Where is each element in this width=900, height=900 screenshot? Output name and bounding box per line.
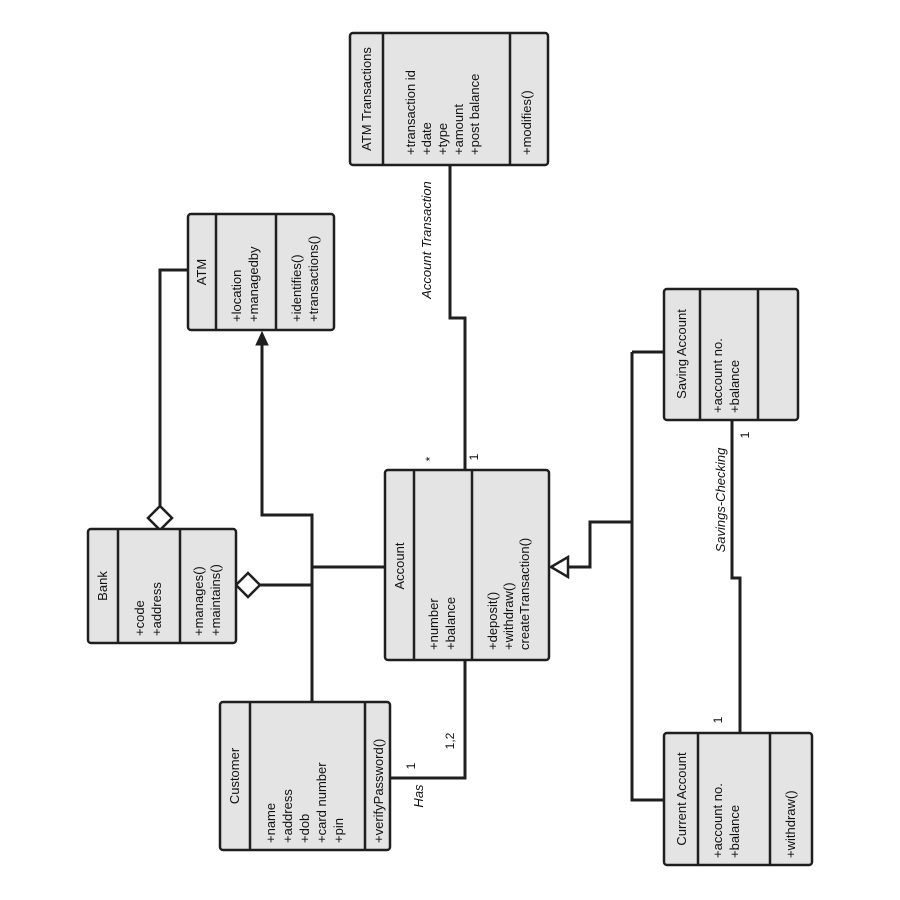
operation-text: +identifies() — [289, 254, 304, 322]
atm-box — [186, 212, 336, 332]
attribute-text: +type — [435, 123, 450, 155]
attribute-text: +location — [229, 270, 244, 322]
operation-text: +deposit() — [485, 592, 500, 650]
savings-checking-label: Savings-Checking — [713, 447, 728, 553]
account-transaction-line — [448, 165, 467, 470]
class-atm-transactions: ATM Transactions +transaction id +date +… — [348, 31, 550, 167]
operation-text: createTransaction() — [517, 538, 532, 650]
bank-account-aggregation-line — [260, 565, 385, 587]
operation-text: +withdraw() — [501, 582, 516, 650]
has-line — [390, 660, 467, 780]
attribute-text: +account no. — [710, 338, 725, 413]
attribute-text: +account no. — [710, 783, 725, 858]
saving-account-box — [662, 287, 800, 422]
has-label: Has — [411, 784, 426, 808]
multiplicity-current-one: 1 — [711, 716, 725, 723]
customer-box — [218, 700, 392, 852]
multiplicity-customer-one: 1 — [404, 762, 418, 769]
generalization-branch — [568, 520, 632, 569]
current-account-title: Current Account — [674, 752, 689, 846]
attribute-text: +number — [426, 598, 441, 650]
attribute-text: +amount — [451, 104, 466, 155]
attribute-text: +date — [419, 122, 434, 155]
atm-transactions-operation: +modifies() — [519, 90, 534, 155]
class-customer: Customer +name +address +dob +card numbe… — [218, 700, 392, 852]
attribute-text: +balance — [727, 805, 742, 858]
current-account-box — [662, 731, 814, 867]
attribute-text: +code — [132, 600, 147, 636]
operation-text: +transactions() — [306, 236, 321, 322]
account-title: Account — [392, 542, 407, 589]
class-current-account: Current Account +account no. +balance +w… — [662, 731, 814, 867]
class-saving-account: Saving Account +account no. +balance — [662, 287, 800, 422]
attribute-text: +pin — [331, 818, 346, 843]
class-account: Account +number +balance +deposit() +wit… — [383, 468, 551, 662]
bank-aggregation-diamond — [234, 571, 262, 599]
customer-title: Customer — [227, 747, 242, 804]
attribute-text: +dob — [297, 814, 312, 843]
saving-account-title: Saving Account — [674, 309, 689, 399]
bank-atm-aggregation-line — [158, 268, 188, 508]
attribute-text: +name — [263, 803, 278, 843]
attribute-text: +balance — [727, 360, 742, 413]
attribute-text: +address — [280, 789, 295, 843]
attribute-text: +managedby — [246, 246, 261, 322]
attribute-text: +transaction id — [403, 70, 418, 155]
class-bank: Bank +code +address +manages() +maintain… — [86, 527, 238, 645]
account-box — [383, 468, 551, 662]
class-atm: ATM +location +managedby +identifies() +… — [186, 212, 336, 332]
bank-box — [86, 527, 238, 645]
generalization-triangle — [548, 554, 570, 580]
generalization-trunk — [630, 352, 664, 802]
operation-text: +withdraw() — [783, 790, 798, 858]
atm-transactions-attributes: +transaction id +date +type +amount +pos… — [403, 70, 482, 155]
operation-text: +verifyPassword() — [371, 739, 386, 843]
bank-atm-diamond — [146, 504, 174, 532]
multiplicity-account-star: * — [423, 456, 437, 461]
attribute-text: +post balance — [467, 74, 482, 155]
atm-arrowhead — [255, 330, 269, 346]
attribute-text: +card number — [314, 762, 329, 843]
atm-title: ATM — [194, 259, 209, 285]
bank-title: Bank — [95, 571, 110, 601]
savings-checking-line — [730, 420, 742, 733]
attribute-text: +address — [149, 582, 164, 636]
attribute-text: +balance — [443, 597, 458, 650]
atm-transactions-box — [348, 31, 550, 167]
account-atm-line — [260, 338, 314, 585]
connectors — [146, 165, 742, 802]
account-transaction-label: Account Transaction — [419, 181, 434, 300]
multiplicity-account-one-two: 1,2 — [443, 732, 457, 749]
operation-text: +manages() — [191, 566, 206, 636]
atm-transactions-title: ATM Transactions — [359, 47, 374, 151]
operation-text: +maintains() — [208, 564, 223, 636]
multiplicity-saving-one: 1 — [738, 431, 752, 438]
multiplicity-account-one: 1 — [467, 453, 481, 460]
